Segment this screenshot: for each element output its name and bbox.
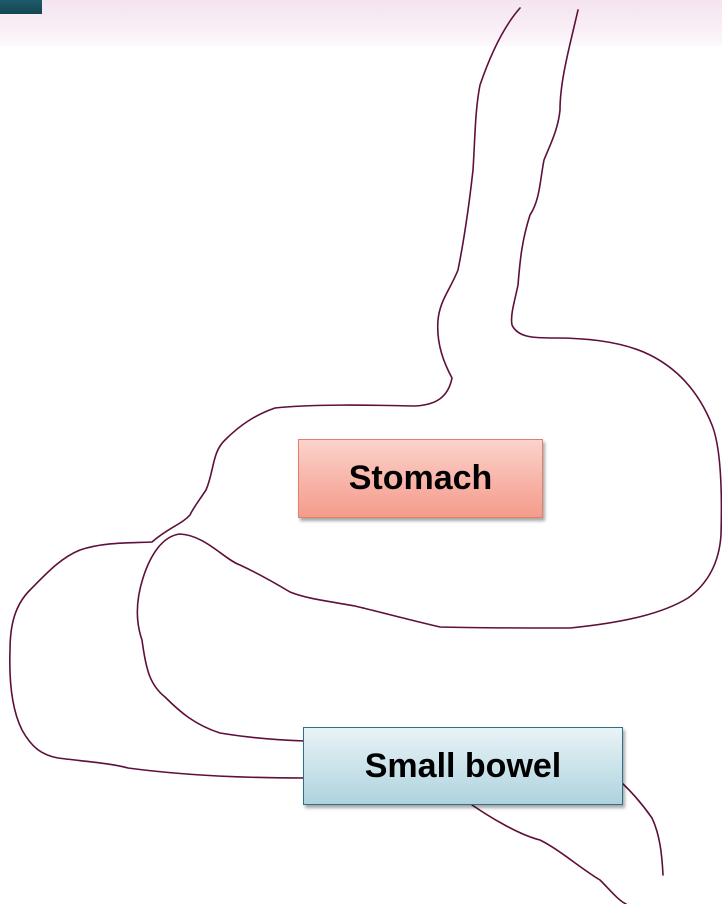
bowel-tail-lower xyxy=(465,800,626,904)
inner-contour xyxy=(137,10,721,741)
outer-contour xyxy=(10,8,520,778)
stomach-label: Stomach xyxy=(298,439,543,518)
bowel-tail-upper xyxy=(621,782,663,875)
small-bowel-label: Small bowel xyxy=(303,727,623,805)
